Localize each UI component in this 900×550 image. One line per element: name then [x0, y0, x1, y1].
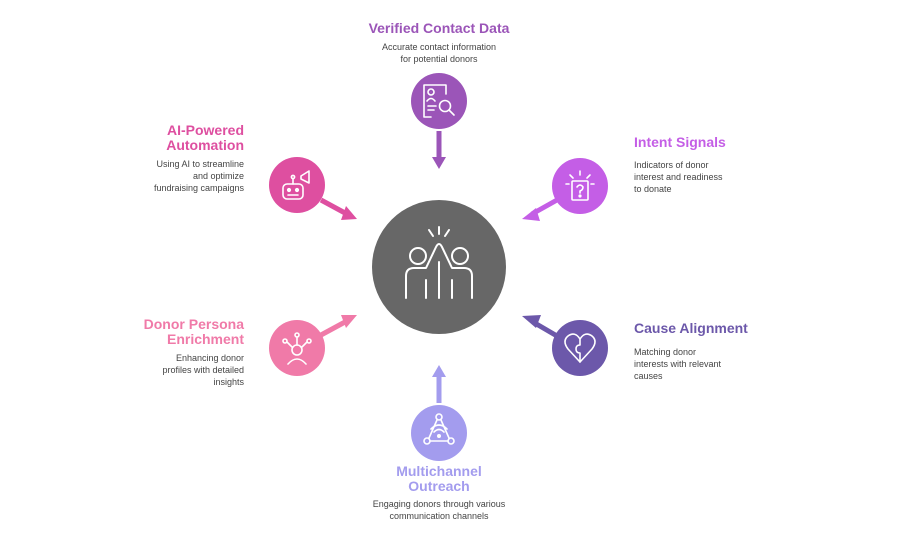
node-verified-circle [411, 73, 467, 129]
arrow-verified [432, 131, 446, 169]
node-multichannel-title: Multichannel Outreach [396, 463, 482, 494]
node-persona-circle [269, 320, 325, 376]
node-cause-title: Cause Alignment [634, 320, 748, 336]
contact-search-icon [423, 84, 455, 118]
node-intent-circle [552, 158, 608, 214]
node-intent-desc: Indicators of donor interest and readine… [634, 160, 723, 194]
node-ai-circle [269, 157, 325, 213]
arrow-ai [319, 197, 357, 220]
node-ai-title: AI-Powered Automation [166, 122, 244, 153]
high-five-icon [405, 226, 473, 299]
network-signal-icon [423, 413, 455, 445]
question-box-icon [565, 170, 595, 201]
heart-puzzle-icon [564, 333, 596, 363]
node-verified-desc: Accurate contact information for potenti… [381, 42, 497, 64]
node-cause-circle [552, 320, 608, 376]
node-persona-title: Donor Persona Enrichment [143, 316, 244, 347]
node-multichannel-desc: Engaging donors through various communic… [372, 499, 506, 521]
robot-megaphone-icon [282, 170, 310, 200]
arrow-cause [522, 315, 559, 339]
node-intent-title: Intent Signals [634, 134, 726, 150]
node-persona-desc: Enhancing donor profiles with detailed i… [162, 353, 244, 387]
arrow-multichannel [432, 365, 446, 403]
arrow-intent [522, 197, 559, 221]
node-cause-desc: Matching donor interests with relevant c… [634, 347, 722, 381]
persona-network-icon [282, 332, 312, 365]
node-multichannel-circle [411, 405, 467, 461]
node-ai-desc: Using AI to streamline and optimize fund… [153, 159, 244, 193]
arrow-persona [319, 315, 357, 338]
node-verified-title: Verified Contact Data [368, 20, 510, 36]
